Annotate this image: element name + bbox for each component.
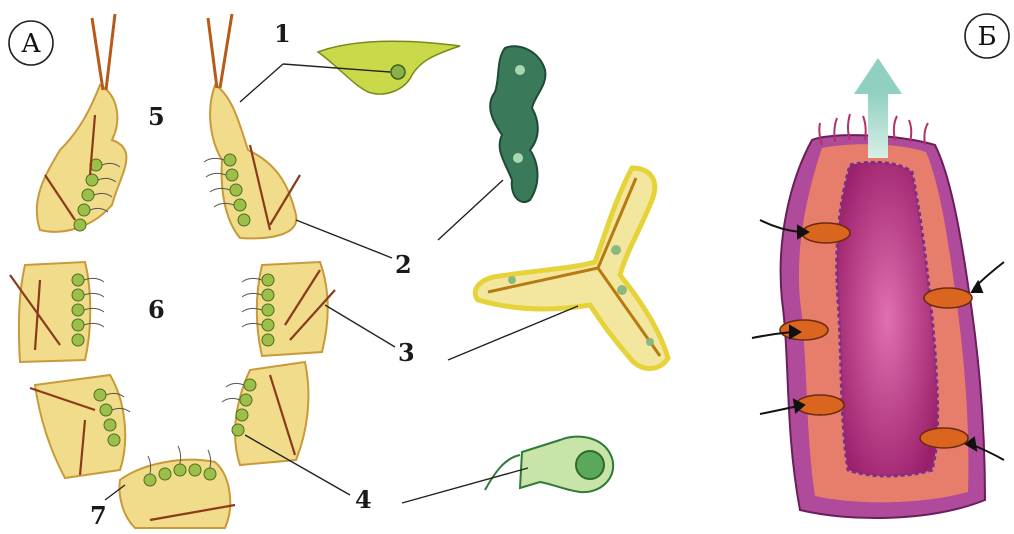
sponge-wall-section	[10, 14, 335, 528]
label-5: 5	[148, 102, 165, 131]
label-1: 1	[274, 19, 291, 48]
label-6: 6	[148, 295, 165, 324]
sponge-body-b	[752, 58, 1004, 518]
label-3: 3	[398, 338, 415, 367]
choanocytes-left-mid	[72, 274, 84, 346]
choanocytes-right-mid	[262, 274, 274, 346]
label-2: 2	[395, 250, 412, 279]
collar-cell	[485, 437, 613, 493]
panel-a-badge: А	[9, 21, 53, 65]
spicule-cell	[475, 168, 668, 369]
label-4: 4	[355, 485, 372, 514]
label-7: 7	[90, 501, 107, 530]
panel-b-badge: Б	[965, 14, 1009, 58]
panel-a-label: А	[21, 29, 41, 59]
top-spicules	[92, 14, 232, 90]
panel-b-label: Б	[977, 22, 996, 52]
